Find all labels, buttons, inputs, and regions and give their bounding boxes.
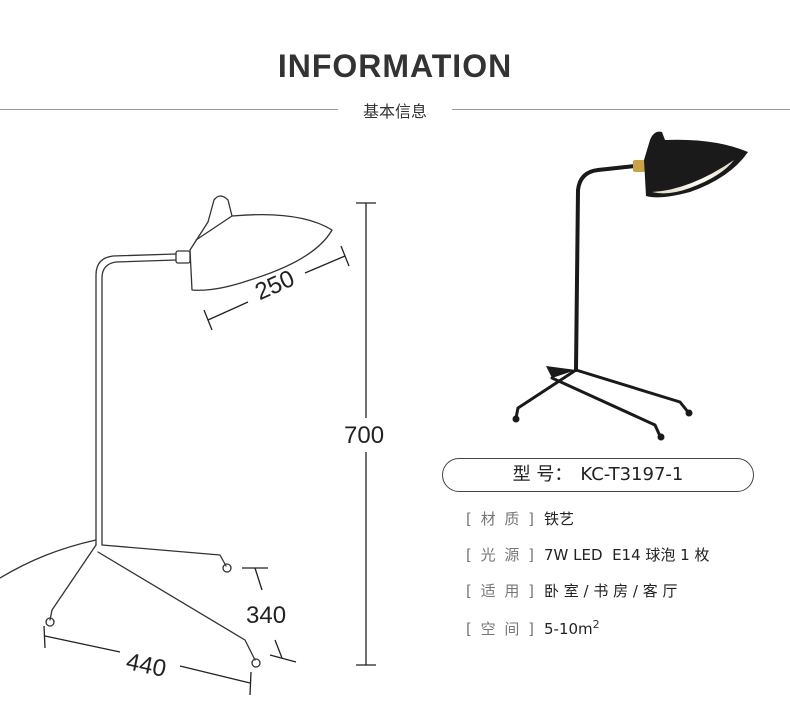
depth-line-bottom	[274, 639, 283, 659]
page-title: INFORMATION	[277, 48, 513, 84]
spec-row-material: [ 材 质 ] 铁艺	[466, 508, 574, 529]
spec-value-superscript: 2	[592, 618, 600, 631]
shade	[189, 195, 333, 291]
shade-seam	[195, 215, 233, 241]
spec-value: 铁艺	[544, 510, 575, 528]
spec-row-suitable-rooms: [ 适 用 ] 卧 室 / 书 房 / 客 厅	[466, 580, 678, 601]
lamp-outline	[0, 195, 333, 668]
shade-dim-cap-b	[340, 245, 350, 267]
photo-shade-inner	[652, 160, 734, 194]
depth-cap-bottom	[269, 654, 297, 663]
photo-foot-left	[512, 415, 520, 423]
power-cord	[0, 539, 97, 579]
spec-row-space: [ 空 间 ] 5-10m2	[466, 618, 600, 639]
product-photo	[512, 131, 748, 441]
base-depth-label: 340	[246, 602, 287, 629]
spec-label: [ 适 用 ]	[466, 582, 537, 600]
divider-right	[452, 109, 790, 110]
stem-inner	[101, 259, 177, 546]
shade-dim-line-b	[304, 255, 346, 274]
shade-dim-line-a	[207, 301, 249, 321]
photo-foot-front	[657, 433, 665, 441]
photo-brass-joint	[633, 160, 645, 172]
model-value: KC-T3197-1	[580, 464, 684, 485]
photo-leg-hub	[546, 366, 576, 378]
spec-row-light-source: [ 光 源 ] 7W LED E14 球泡 1 枚	[466, 544, 710, 565]
leg-left	[49, 544, 97, 621]
height-label: 700	[344, 422, 385, 449]
stem-outer	[95, 253, 177, 546]
spec-label: [ 光 源 ]	[466, 546, 537, 564]
foot-left	[45, 617, 55, 627]
width-cap-b	[249, 671, 252, 696]
leg-front	[97, 551, 256, 661]
photo-leg-front	[550, 376, 662, 438]
spec-value: 5-10m	[544, 620, 593, 638]
dimension-lines	[43, 202, 376, 696]
shade-dim-cap-a	[203, 309, 213, 331]
leg-right	[101, 544, 227, 567]
width-line-a	[44, 635, 121, 653]
model-label: 型 号：	[512, 464, 573, 485]
joint	[175, 250, 191, 264]
photo-stem	[574, 164, 637, 372]
foot-front	[251, 658, 261, 668]
photo-leg-right	[574, 368, 690, 414]
photo-leg-left	[514, 368, 578, 420]
spec-label: [ 材 质 ]	[466, 510, 537, 528]
width-line-b	[179, 665, 251, 684]
photo-shade	[644, 131, 748, 198]
photo-lamp	[512, 131, 748, 441]
photo-foot-right	[685, 409, 693, 417]
spec-label: [ 空 间 ]	[466, 620, 537, 638]
spec-value: 卧 室 / 书 房 / 客 厅	[544, 582, 678, 600]
width-cap-a	[43, 625, 46, 649]
model-number-badge: 型 号： KC-T3197-1	[442, 458, 754, 492]
depth-line	[254, 567, 263, 591]
spec-value: 7W LED E14 球泡 1 枚	[544, 546, 710, 564]
page-subtitle: 基本信息	[340, 98, 450, 122]
foot-right	[222, 563, 232, 573]
divider-left	[0, 109, 338, 110]
